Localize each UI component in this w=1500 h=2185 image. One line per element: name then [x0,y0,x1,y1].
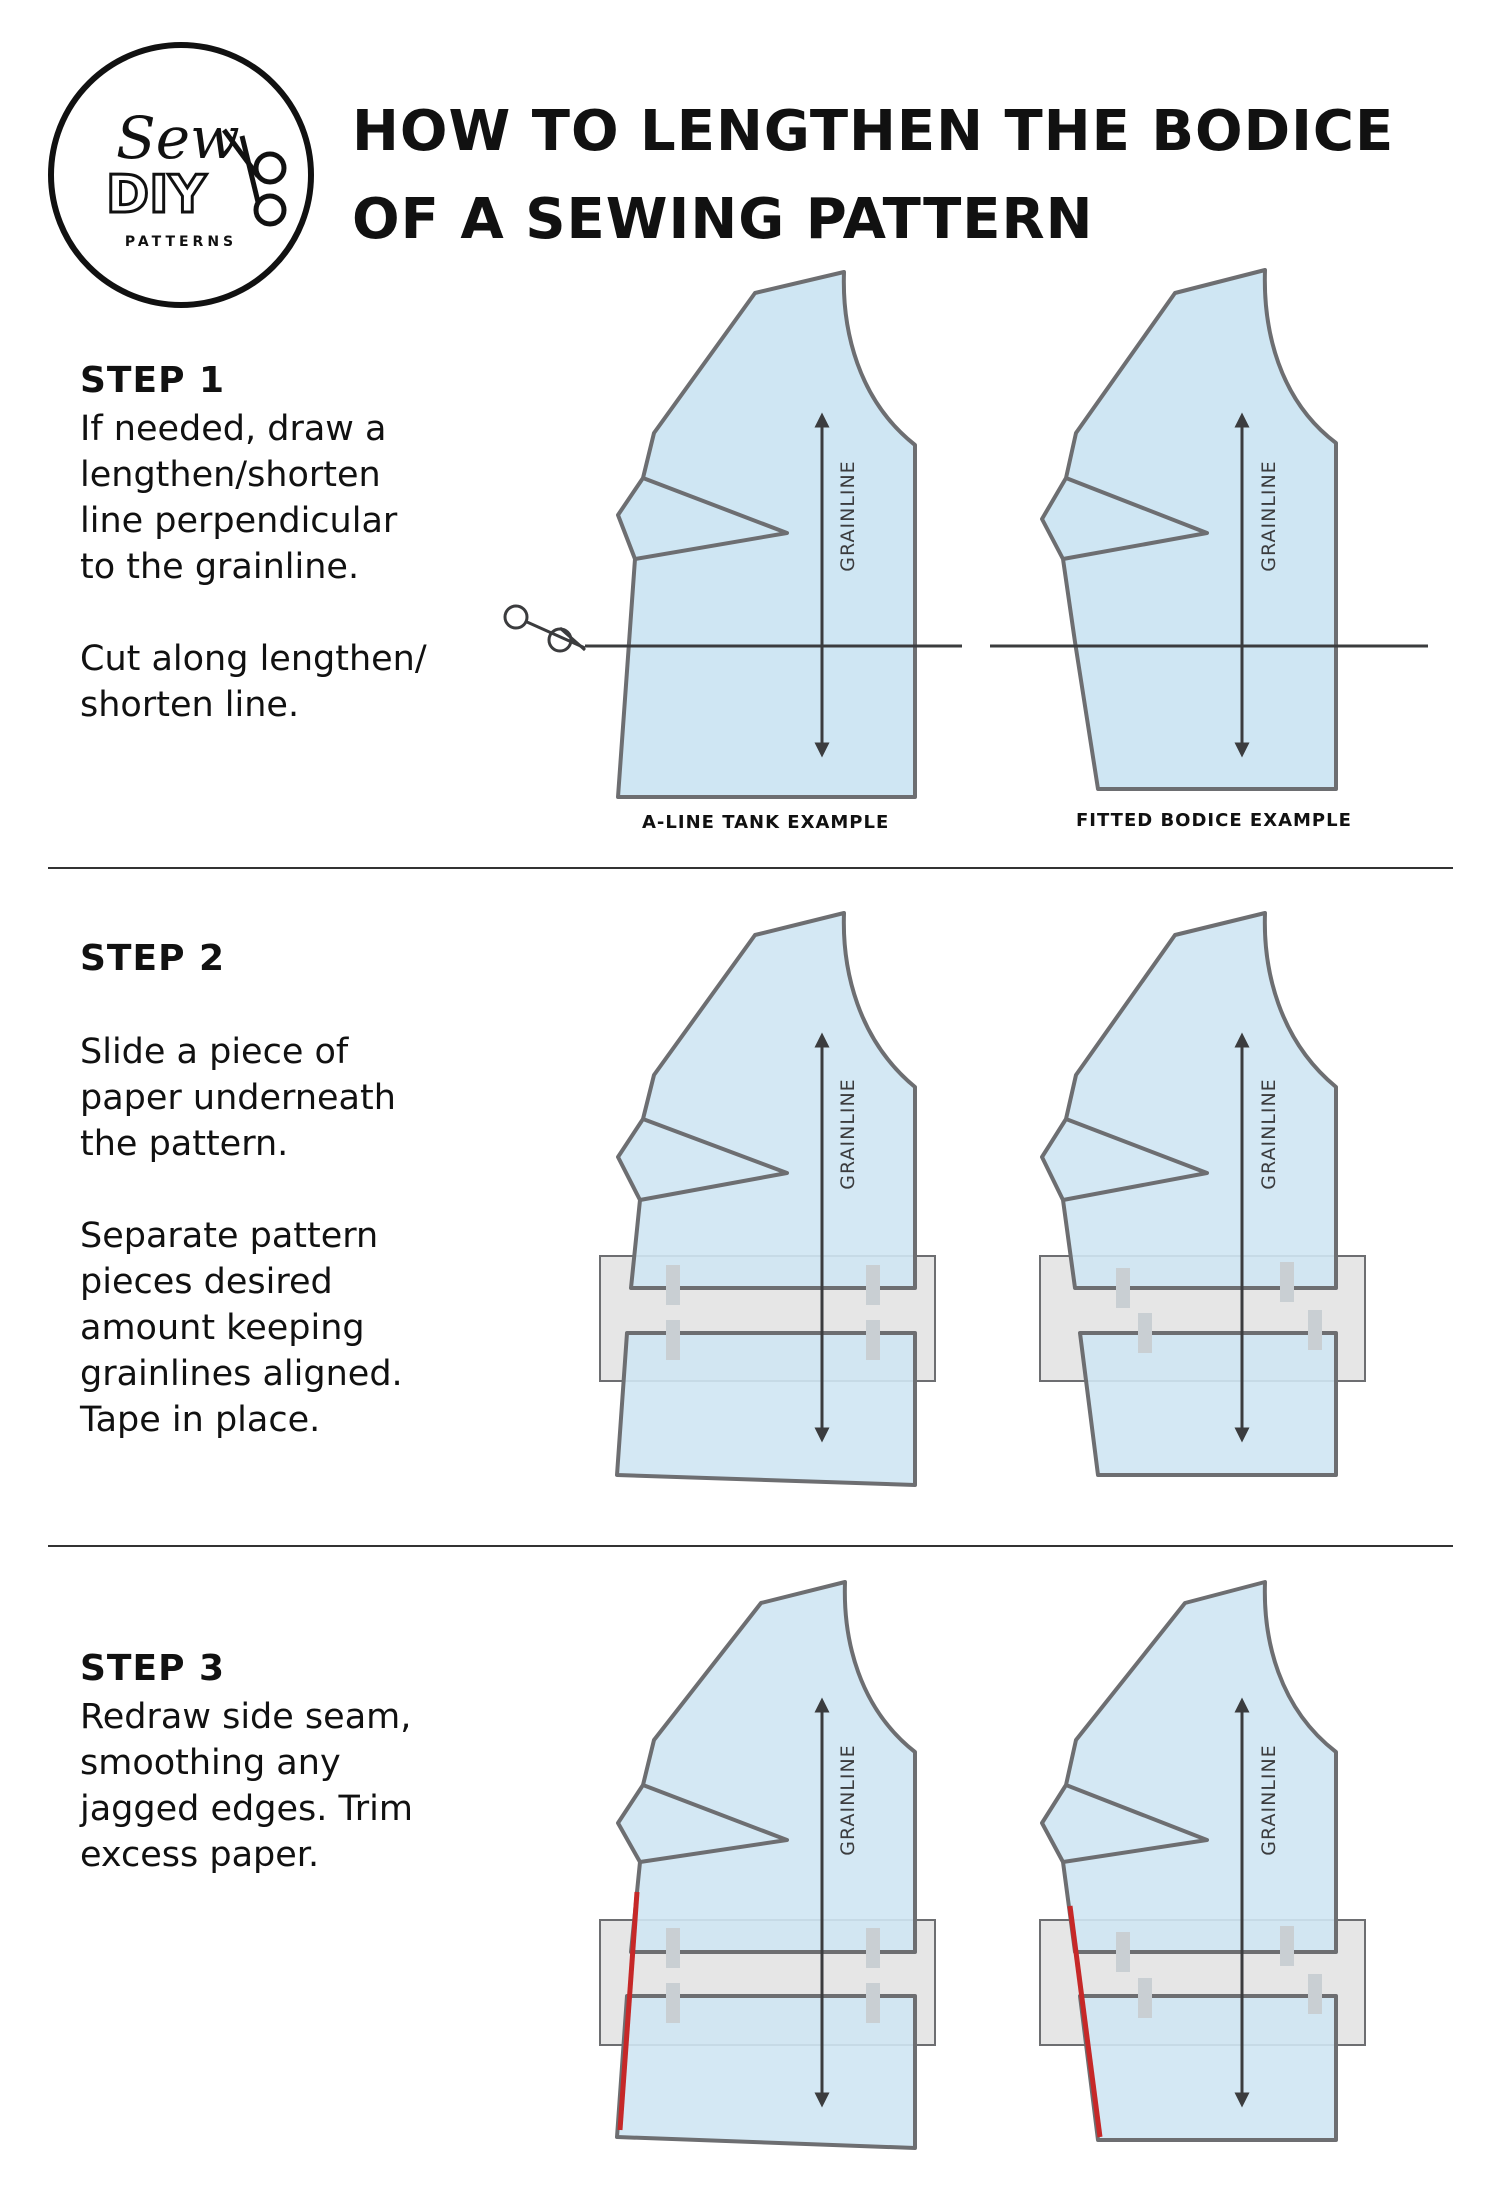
step-2-heading: STEP 2 [80,938,226,979]
grainline-label: GRAINLINE [1258,460,1280,571]
logo-sub-text: PATTERNS [125,234,237,250]
scissors-icon [221,128,287,227]
divider [48,1545,1453,1547]
logo-script-text: Sew [116,104,240,172]
step-1-text: If needed, draw a lengthen/shorten line … [80,409,427,725]
grainline-label: GRAINLINE [1258,1078,1280,1189]
step-3-aline-pattern: GRAINLINE [599,1580,936,2150]
page-title: HOW TO LENGTHEN THE BODICE OF A SEWING P… [352,88,1394,264]
fitted-caption: FITTED BODICE EXAMPLE [1076,810,1352,831]
step-2-text: Slide a piece of paper underneath the pa… [80,1032,403,1440]
step-1-heading: STEP 1 [80,360,226,401]
step-2-aline-pattern: GRAINLINE [599,911,936,1487]
logo-diy-text: DIY [106,165,208,225]
title-line-1: HOW TO LENGTHEN THE BODICE [352,99,1395,164]
step-3-fitted-pattern: GRAINLINE [1039,1580,1366,2142]
divider [48,867,1453,869]
grainline-label: GRAINLINE [837,1744,859,1855]
grainline-label: GRAINLINE [837,1078,859,1189]
grainline-label: GRAINLINE [837,460,859,571]
step-3-heading: STEP 3 [80,1648,226,1689]
aline-caption: A-LINE TANK EXAMPLE [642,812,890,833]
step-1-aline-pattern: GRAINLINE [503,270,962,799]
redrawn-side-seam [1067,1905,1103,2138]
title-line-2: OF A SEWING PATTERN [352,187,1094,252]
tape-pieces [1116,1926,1322,2018]
redrawn-side-seam [617,1891,640,2131]
tape-pieces [666,1928,880,2023]
tape-pieces [666,1265,880,1360]
grainline-label: GRAINLINE [1258,1744,1280,1855]
step-2-fitted-pattern: GRAINLINE [1039,911,1366,1477]
step-3-text: Redraw side seam, smoothing any jagged e… [80,1697,413,1875]
tape-pieces [1116,1262,1322,1353]
scissors-icon [503,604,586,653]
sew-diy-logo: Sew DIY PATTERNS [48,42,314,308]
step-1-fitted-pattern: GRAINLINE [990,268,1428,791]
